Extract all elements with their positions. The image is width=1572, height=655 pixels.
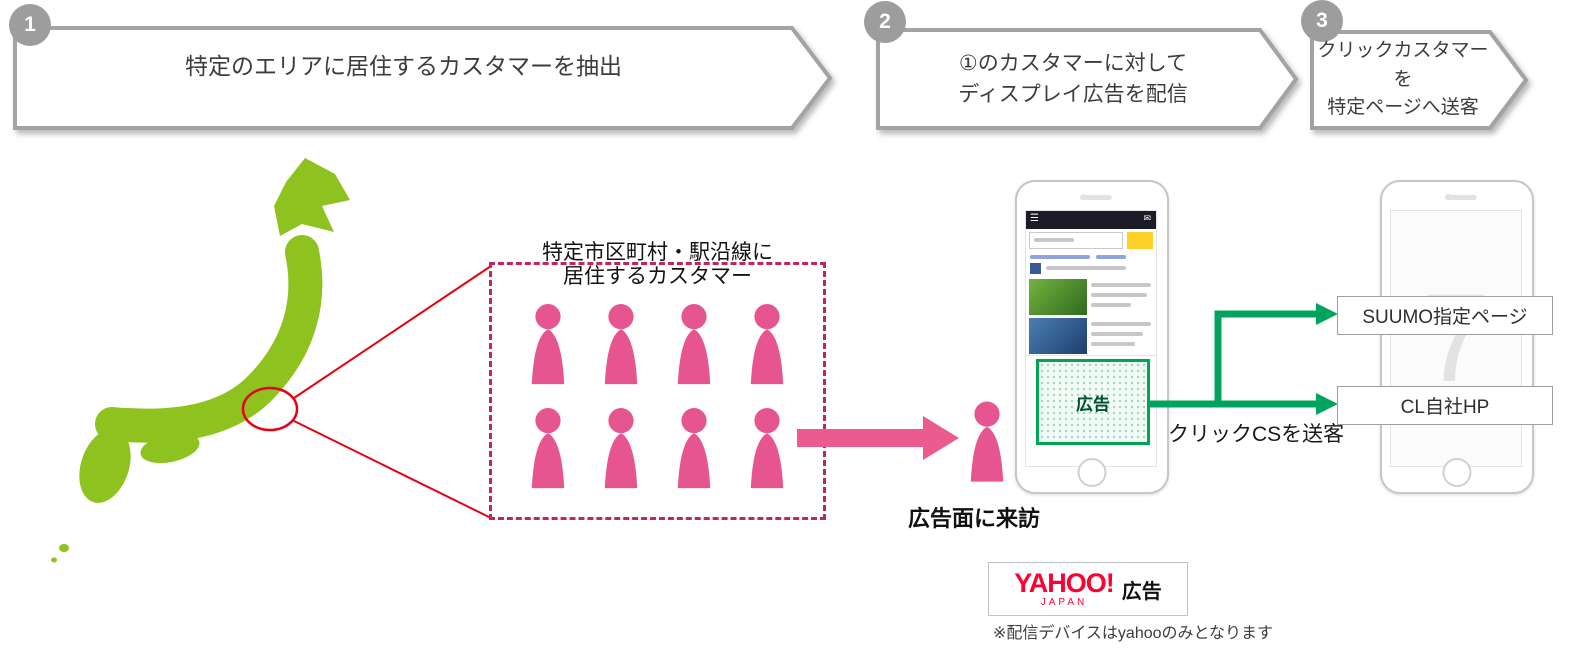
green-click-arrows — [1148, 310, 1318, 408]
audience-box: 特定市区町村・駅沿線に 居住するカスタマー — [489, 241, 826, 520]
green-arrowhead-bottom — [1316, 393, 1338, 415]
person-icon — [604, 304, 638, 385]
link-text-bar — [1030, 255, 1090, 259]
map-okinawa — [59, 544, 69, 552]
visit-label: 広告面に来訪 — [907, 506, 1040, 531]
phone-yahoo: ☰ ✉ 広告 — [1015, 180, 1169, 494]
yahoo-ads-logo: YAHOO! JAPAN 広告 — [988, 562, 1188, 616]
step2-label-line2: ディスプレイ広告を配信 — [958, 83, 1188, 106]
person-icon — [604, 408, 638, 489]
step1-label: 特定のエリアに居住するカスタマーを抽出 — [185, 53, 622, 79]
text-bar — [1091, 322, 1151, 326]
yahoo-region-text: JAPAN — [1040, 597, 1088, 608]
person-icon — [531, 304, 565, 385]
audience-title-line1: 特定市区町村・駅沿線に — [542, 241, 773, 264]
text-bar — [1091, 303, 1131, 307]
phone-landing-screen: 7 — [1390, 210, 1522, 467]
map-shikoku — [140, 432, 200, 464]
text-bar — [1091, 332, 1143, 336]
step3-number: 3 — [1316, 9, 1328, 32]
device-note: ※配信デバイスはyahooのみとなります — [993, 625, 1274, 642]
audience-title-line2: 居住するカスタマー — [563, 265, 752, 289]
map-kyushu — [79, 429, 131, 503]
step2-label-line1: ①のカスタマーに対して — [958, 51, 1188, 75]
yahoo-app-header: ☰ ✉ — [1026, 211, 1156, 229]
menu-icon: ☰ — [1030, 213, 1039, 224]
person-icon — [531, 408, 565, 489]
phone-yahoo-screen: ☰ ✉ 広告 — [1025, 210, 1157, 467]
mail-icon: ✉ — [1143, 213, 1151, 223]
green-arrowhead-top — [1316, 303, 1338, 325]
text-bar — [1046, 266, 1126, 270]
phone-landing: 7 — [1380, 180, 1534, 494]
zoom-line-bottom — [291, 419, 492, 519]
map-honshu — [95, 235, 323, 443]
person-icon — [677, 304, 711, 385]
map-focus-ellipse — [241, 386, 299, 432]
japan-map — [51, 158, 350, 563]
map-island — [51, 557, 57, 563]
home-button-icon — [1077, 458, 1107, 487]
zoom-line-top — [293, 265, 492, 399]
step3-label-line1: クリックカスタマーを — [1317, 40, 1489, 90]
yahoo-suffix-text: 広告 — [1121, 580, 1162, 603]
person-icon — [750, 304, 784, 385]
destination-suumo: SUUMO指定ページ — [1337, 296, 1553, 335]
visitor-person-icon — [970, 401, 1004, 482]
step2-number: 2 — [879, 10, 891, 33]
step1-number: 1 — [24, 13, 36, 36]
news-thumbnail — [1029, 318, 1087, 354]
yahoo-brand-text: YAHOO! — [1014, 568, 1115, 598]
destination-client-hp: CL自社HP — [1337, 386, 1553, 425]
home-button-icon — [1442, 458, 1472, 487]
speaker-icon — [1079, 195, 1112, 200]
screen-watermark: 7 — [1421, 269, 1491, 408]
sns-icon — [1030, 263, 1041, 274]
text-bar — [1091, 293, 1147, 297]
news-thumbnail — [1029, 279, 1087, 315]
speaker-icon — [1444, 195, 1477, 200]
step3-label-line2: 特定ページへ送客 — [1327, 97, 1479, 119]
click-label: クリックCSを送客 — [1168, 423, 1345, 446]
yahoo-wordmark: YAHOO! JAPAN — [1014, 568, 1115, 608]
search-input — [1029, 232, 1123, 249]
divider — [1026, 355, 1156, 356]
search-button — [1127, 232, 1153, 249]
link-text-bar — [1096, 255, 1126, 259]
ad-banner: 広告 — [1036, 359, 1150, 445]
text-bar — [1091, 342, 1135, 346]
person-icon — [750, 408, 784, 489]
text-bar — [1091, 283, 1151, 287]
person-icon — [677, 408, 711, 489]
map-hokkaido — [274, 158, 350, 236]
